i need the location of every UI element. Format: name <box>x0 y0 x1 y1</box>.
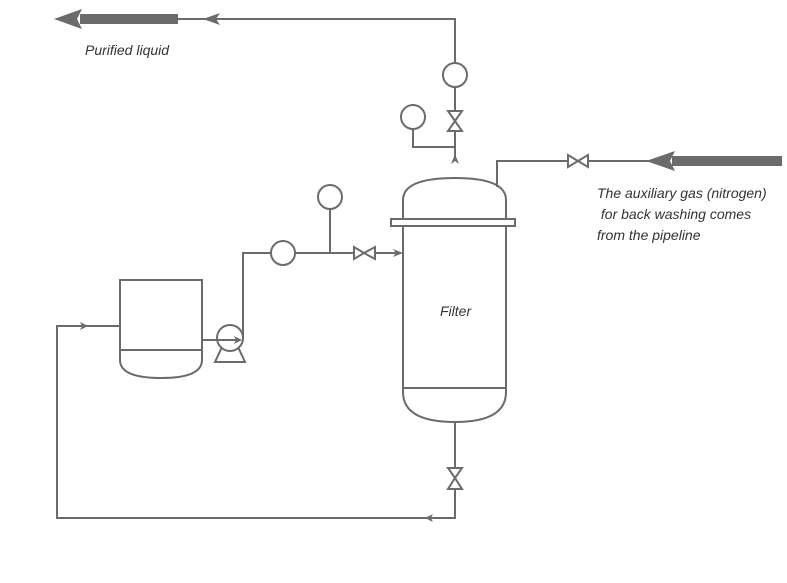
flow-arrow-up <box>451 154 459 164</box>
flow-arrow-return <box>425 514 433 522</box>
centrifugal-pump[interactable] <box>202 324 247 363</box>
valve-drain[interactable] <box>446 467 464 490</box>
gas-inlet-arrow-shaft <box>672 156 782 166</box>
purified-liquid-label: Purified liquid <box>85 42 170 58</box>
flow-meter-feed[interactable] <box>270 240 296 266</box>
pressure-gauge-outlet[interactable] <box>442 62 468 88</box>
feed-pipe <box>242 252 400 340</box>
flow-arrow-filter-inlet <box>393 249 403 257</box>
valve-inlet[interactable] <box>353 245 376 261</box>
filter-vessel[interactable] <box>390 176 516 424</box>
gauge-branch-outlet <box>412 129 455 148</box>
aux-gas-label-line1: The auxiliary gas (nitrogen) <box>597 185 767 201</box>
pressure-gauge-side[interactable] <box>400 104 426 130</box>
filter-flange <box>390 218 516 227</box>
drain-pipe <box>56 325 456 519</box>
valve-outlet[interactable] <box>446 110 464 132</box>
gas-pipe <box>496 160 650 187</box>
flow-arrow-tank-inlet <box>80 322 88 330</box>
valve-gas[interactable] <box>567 153 589 169</box>
purified-liquid-arrow-head <box>54 9 82 29</box>
purified-liquid-arrow-shaft <box>80 14 178 24</box>
flow-arrow-outlet <box>203 13 220 25</box>
filter-label: Filter <box>440 303 472 319</box>
aux-gas-label-line3: from the pipeline <box>597 227 701 243</box>
pressure-gauge-feed[interactable] <box>317 184 343 210</box>
aux-gas-label-line2: for back washing comes <box>597 206 752 222</box>
gas-inlet-arrow-head <box>646 151 675 171</box>
storage-tank[interactable] <box>119 279 203 380</box>
